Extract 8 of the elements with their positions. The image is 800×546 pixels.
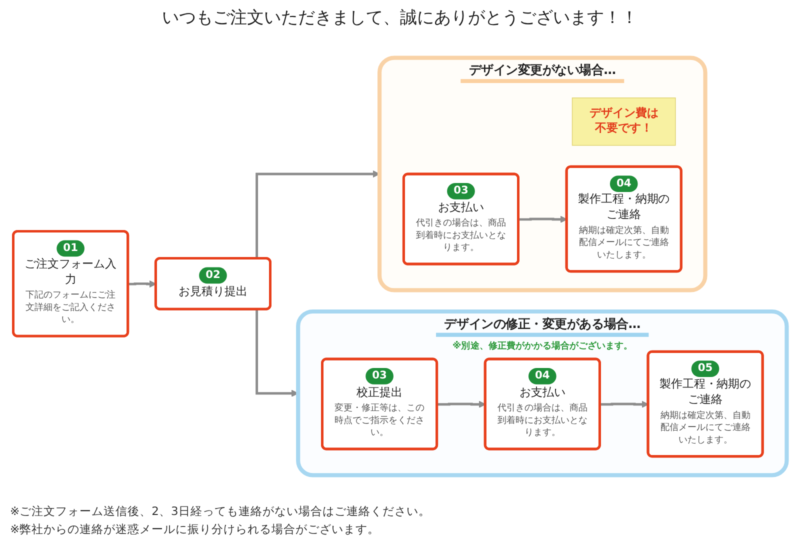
footnote: ※弊社からの連絡が迷惑メールに振り分けられる場合がございます。 bbox=[10, 522, 380, 538]
node-box: デザイン費は不要です！ bbox=[572, 97, 676, 146]
arrow bbox=[128, 280, 156, 288]
footnote: ※ご注文フォーム送信後、2、3日経っても連絡がない場合はご連絡ください。 bbox=[10, 504, 430, 520]
arrow bbox=[437, 400, 486, 408]
arrow bbox=[600, 400, 649, 408]
arrow bbox=[518, 216, 568, 223]
title: いつもご注文いただきまして、誠にありがとうございます！！ bbox=[162, 7, 638, 29]
